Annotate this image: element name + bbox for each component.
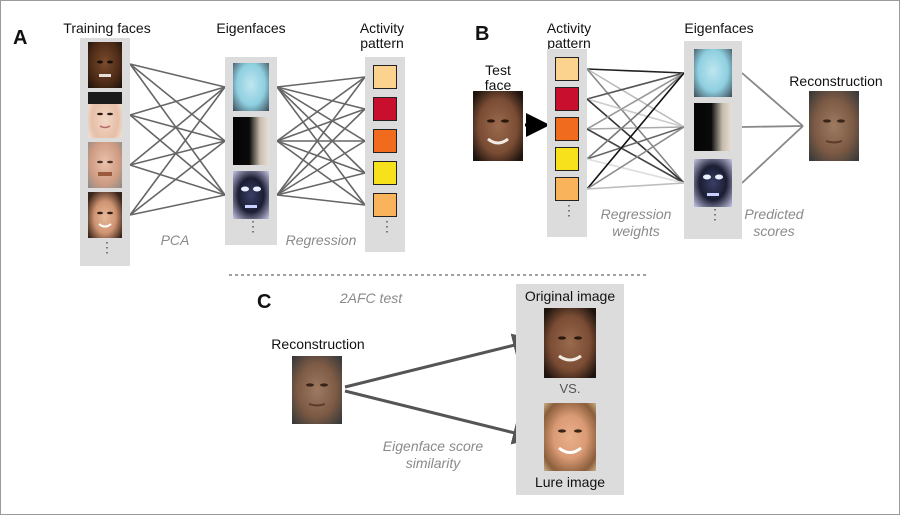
eigenface-1-b <box>694 49 732 97</box>
activity-swatch-a-1 <box>373 65 397 89</box>
training-faces-ellipsis: ⋮ <box>100 239 114 255</box>
eigenface-1-a <box>233 63 269 111</box>
activity-column-b: ⋮ <box>547 49 587 237</box>
activity-swatch-a-2 <box>373 97 397 121</box>
activity-swatch-b-5 <box>555 177 579 201</box>
original-image <box>544 308 596 378</box>
regression-label: Regression <box>285 232 357 248</box>
eigenfaces-label-b: Eigenfaces <box>684 20 754 36</box>
panel-a-letter: A <box>13 27 28 49</box>
activity-swatch-b-4 <box>555 147 579 171</box>
reconstruction-label-c: Reconstruction <box>271 336 365 352</box>
eigenface-2-b <box>694 103 732 151</box>
predicted-scores-label: Predicted scores <box>744 206 804 239</box>
eigenface-2-a <box>233 117 269 165</box>
training-face-4 <box>88 192 122 238</box>
training-face-1 <box>88 42 122 88</box>
activity-ellipsis-b: ⋮ <box>562 202 576 218</box>
pca-connections <box>129 63 226 216</box>
activity-pattern-label-a: Activity pattern <box>359 20 405 51</box>
lure-image-label: Lure image <box>534 474 606 490</box>
pca-label: PCA <box>160 232 190 248</box>
panel-b-letter: B <box>475 23 490 45</box>
eigenface-3-b <box>694 159 732 207</box>
eigenfaces-ellipsis-b: ⋮ <box>708 206 722 222</box>
eigenfaces-ellipsis-a: ⋮ <box>246 218 260 234</box>
training-faces-column: ⋮ <box>80 38 130 266</box>
regression-connections <box>276 76 366 206</box>
arrow-to-lure <box>344 389 537 445</box>
activity-pattern-label-b: Activity pattern <box>546 20 592 51</box>
original-image-label: Original image <box>524 288 616 304</box>
eigenface-3-a <box>233 171 269 219</box>
activity-swatch-b-2 <box>555 87 579 111</box>
2afc-choices-panel: Original image VS. Lure image <box>516 284 624 495</box>
eigenfaces-label-a: Eigenfaces <box>216 20 286 36</box>
activity-ellipsis-a: ⋮ <box>380 218 394 234</box>
activity-swatch-b-1 <box>555 57 579 81</box>
2afc-test-label: 2AFC test <box>339 290 403 306</box>
test-face-label: Test face <box>484 62 512 93</box>
vs-label: VS. <box>559 381 581 396</box>
regression-weights-label: Regression weights <box>600 206 672 239</box>
reconstruction-label-b: Reconstruction <box>789 73 883 89</box>
activity-swatch-a-4 <box>373 161 397 185</box>
activity-column-a: ⋮ <box>365 57 405 252</box>
test-face-image <box>473 91 523 161</box>
training-face-2 <box>88 92 122 138</box>
lure-image <box>544 403 596 471</box>
reconstruction-image-c <box>292 356 342 424</box>
regression-weight-connections <box>586 68 685 190</box>
eigenfaces-column-b: ⋮ <box>684 41 742 239</box>
arrow-to-original <box>344 333 537 389</box>
panel-c-letter: C <box>257 291 272 313</box>
reconstruction-connections <box>741 72 804 184</box>
reconstruction-image-b <box>809 91 859 161</box>
eigenfaces-column-a: ⋮ <box>225 57 277 245</box>
activity-swatch-a-3 <box>373 129 397 153</box>
activity-swatch-b-3 <box>555 117 579 141</box>
training-face-3 <box>88 142 122 188</box>
activity-swatch-a-5 <box>373 193 397 217</box>
eigenface-similarity-label: Eigenface score similarity <box>382 438 484 471</box>
training-faces-label: Training faces <box>63 20 151 36</box>
